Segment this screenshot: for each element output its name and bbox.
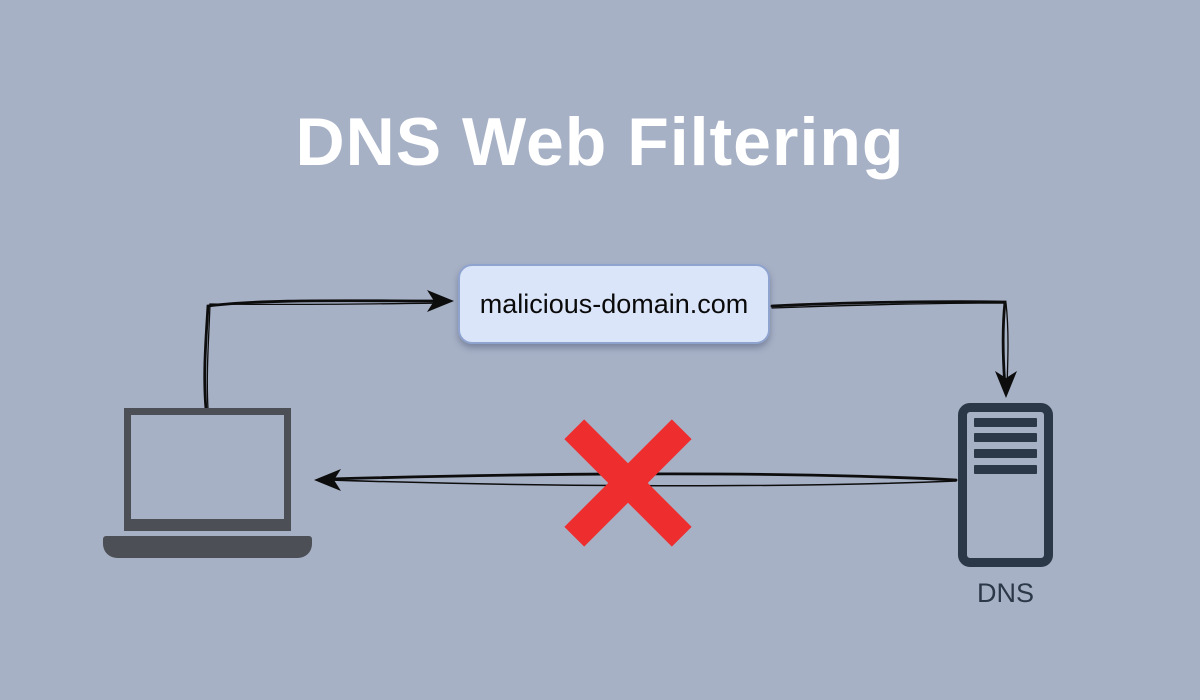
domain-box: malicious-domain.com: [458, 264, 770, 344]
dns-server-label: DNS: [976, 578, 1034, 608]
arrow-domain-to-dns: [770, 300, 1017, 398]
laptop-icon: [103, 408, 312, 558]
page-title: DNS Web Filtering: [295, 104, 905, 180]
blocked-x-icon: [564, 419, 692, 547]
laptop-screen: [124, 408, 291, 531]
arrow-dns-to-client: [314, 469, 958, 491]
server-vent-bar: [974, 433, 1037, 442]
server-vent-bar: [974, 465, 1037, 474]
server-icon: [958, 403, 1053, 567]
domain-label: malicious-domain.com: [479, 288, 749, 319]
server-vent-bar: [974, 418, 1037, 427]
laptop-base: [103, 536, 312, 558]
server-vent-bar: [974, 449, 1037, 458]
arrow-client-to-domain: [203, 290, 454, 411]
